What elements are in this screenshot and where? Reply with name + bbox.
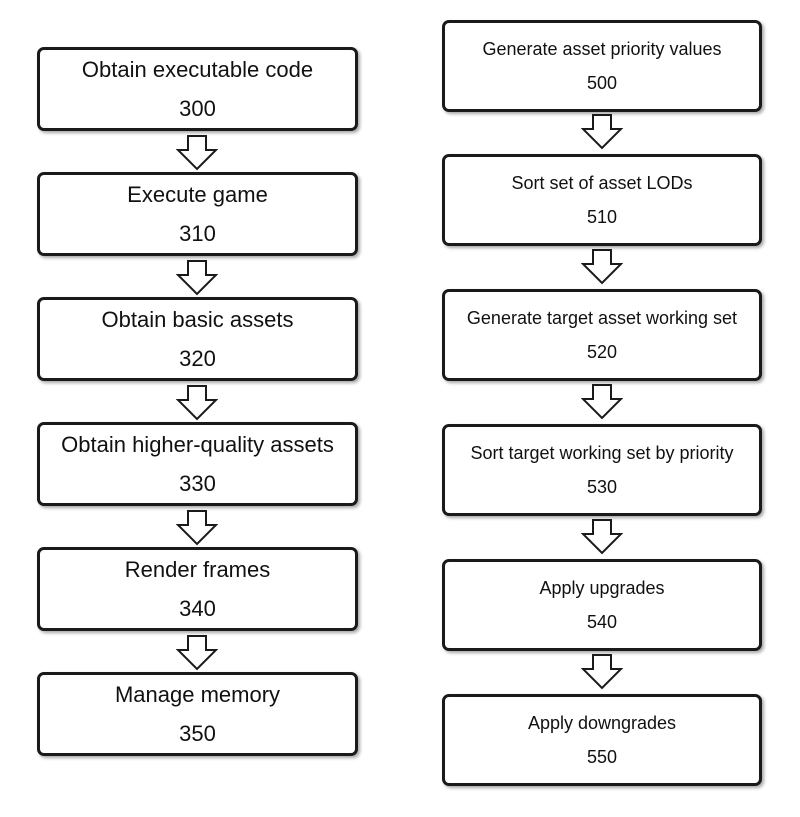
down-arrow-icon	[176, 635, 218, 671]
step-label: Apply downgrades	[527, 713, 677, 733]
step-number: 300	[179, 95, 216, 121]
step-box-520: Generate target asset working set 520	[442, 289, 762, 381]
step-box-330: Obtain higher-quality assets 330	[37, 422, 358, 506]
step-box-300: Obtain executable code 300	[37, 47, 358, 131]
down-arrow-icon	[176, 135, 218, 171]
step-label: Sort set of asset LODs	[511, 173, 693, 193]
step-number: 520	[586, 342, 618, 362]
step-number: 320	[179, 345, 216, 371]
step-box-340: Render frames 340	[37, 547, 358, 631]
step-number: 330	[179, 470, 216, 496]
step-box-320: Obtain basic assets 320	[37, 297, 358, 381]
down-arrow-icon	[581, 249, 623, 285]
step-number: 310	[179, 220, 216, 246]
step-number: 530	[586, 477, 618, 497]
step-box-310: Execute game 310	[37, 172, 358, 256]
step-label: Render frames	[124, 556, 271, 582]
step-box-510: Sort set of asset LODs 510	[442, 154, 762, 246]
step-number: 510	[586, 207, 618, 227]
down-arrow-icon	[176, 260, 218, 296]
step-number: 350	[179, 720, 216, 746]
down-arrow-icon	[581, 654, 623, 690]
step-label: Obtain higher-quality assets	[61, 431, 334, 457]
down-arrow-icon	[176, 385, 218, 421]
step-number: 500	[586, 73, 618, 93]
step-number: 550	[586, 747, 618, 767]
step-label: Obtain basic assets	[101, 306, 294, 332]
step-label: Apply upgrades	[539, 578, 665, 598]
step-label: Manage memory	[114, 681, 281, 707]
step-number: 540	[586, 612, 618, 632]
step-box-530: Sort target working set by priority 530	[442, 424, 762, 516]
step-label: Generate asset priority values	[482, 39, 722, 59]
down-arrow-icon	[581, 384, 623, 420]
down-arrow-icon	[581, 519, 623, 555]
step-box-350: Manage memory 350	[37, 672, 358, 756]
step-box-540: Apply upgrades 540	[442, 559, 762, 651]
step-box-500: Generate asset priority values 500	[442, 20, 762, 112]
step-label: Execute game	[127, 181, 268, 207]
down-arrow-icon	[581, 114, 623, 150]
step-number: 340	[179, 595, 216, 621]
step-label: Sort target working set by priority	[470, 443, 734, 463]
step-label: Generate target asset working set	[466, 308, 738, 328]
step-label: Obtain executable code	[81, 56, 314, 82]
step-box-550: Apply downgrades 550	[442, 694, 762, 786]
down-arrow-icon	[176, 510, 218, 546]
